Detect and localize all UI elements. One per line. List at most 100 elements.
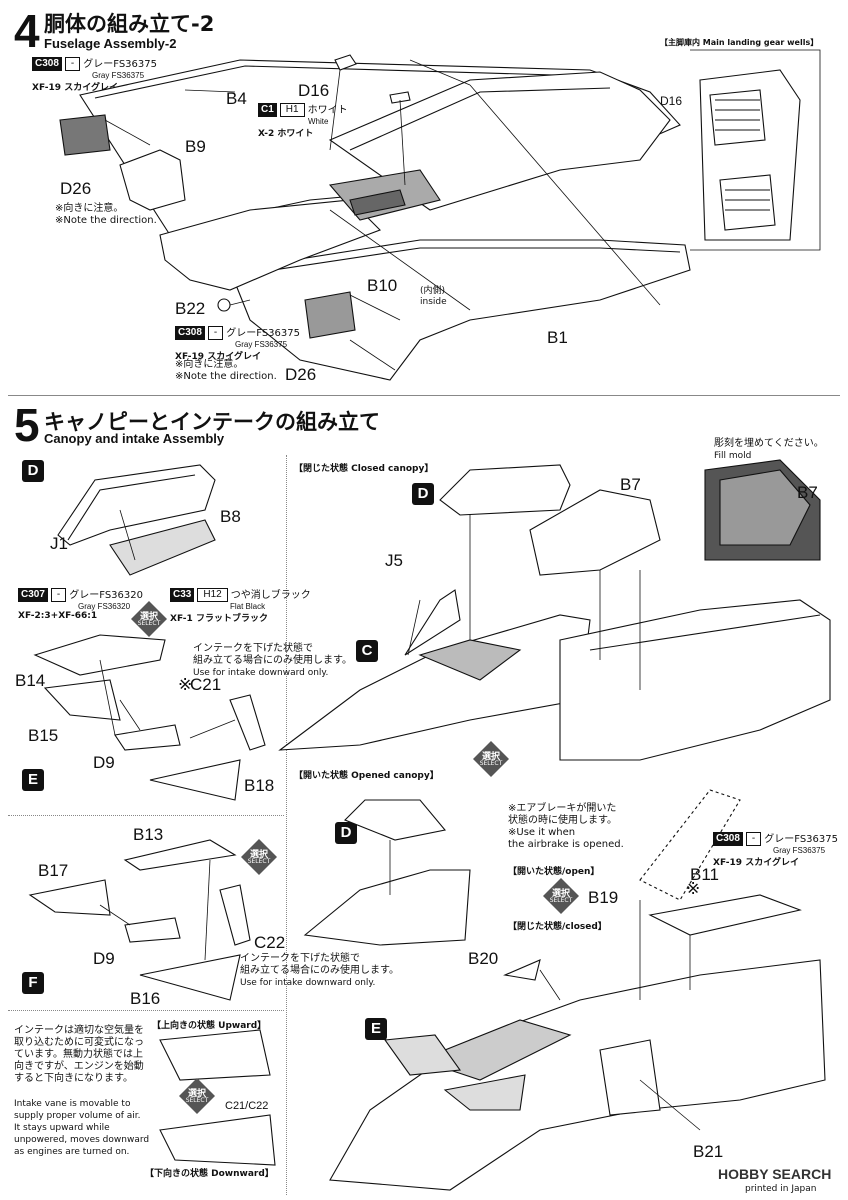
intake-note-c22-en: Use for intake downward only. (240, 978, 376, 988)
part-b16-label: B16 (130, 989, 161, 1008)
paint-callout-c1: C1 H1 ホワイト White X-2 ホワイト (258, 103, 348, 139)
airbrake-note-en1: ※Use it when (508, 827, 576, 838)
part-b17-label: B17 (38, 861, 69, 880)
part-b19-label: B19 (588, 888, 619, 907)
runner-e-label: E (22, 769, 44, 791)
select-badge-airbrake: 選択 SELECT (542, 877, 580, 915)
select-badge-canopy: 選択 SELECT (472, 740, 510, 778)
airbrake-open-label: 【開いた状態/open】 (508, 867, 600, 877)
step-5-title: キャノピーとインテークの組み立て (44, 410, 380, 434)
paint-name: ホワイト (307, 104, 348, 116)
paint-box: - (64, 57, 81, 71)
intake-info-jp: インテークは適切な空気量を 取り込むために可変式になっ ています。無動力状態では… (14, 1025, 144, 1084)
paint-model: XF-19 スカイグレイ (32, 83, 119, 93)
paint-name: グレーFS36375 (764, 833, 838, 845)
select-badge-ef: 選択 SELECT (240, 838, 278, 876)
part-d26-top-label: D26 (60, 179, 92, 198)
part-c22-label: C22 (254, 933, 286, 952)
part-c21-label: C21 (190, 675, 222, 694)
part-b1-label: B1 (547, 328, 568, 347)
runner-d-label: D (22, 460, 44, 482)
paint-name-en: Flat Black (230, 602, 266, 611)
paint-box: H12 (197, 588, 228, 602)
footer-printed: printed in Japan (745, 1184, 817, 1194)
subsection-divider-info (8, 1010, 284, 1011)
part-b7-label: B7 (620, 475, 641, 494)
closed-canopy-label: 【閉じた状態 Closed canopy】 (294, 464, 434, 474)
step-4-subtitle: Fuselage Assembly-2 (44, 36, 177, 51)
paint-name: グレーFS36375 (83, 58, 157, 70)
paint-code: C1 (258, 103, 277, 117)
paint-code: C33 (170, 588, 195, 602)
paint-box: - (207, 326, 224, 340)
paint-model: XF-19 スカイグレイ (175, 352, 262, 362)
runner-e-label-assembly: E (365, 1018, 387, 1040)
paint-name: グレーFS36375 (226, 327, 300, 339)
intake-downward-label: 【下向きの状態 Downward】 (145, 1169, 274, 1179)
paint-callout-c308-bottom: C308 - グレーFS36375 Gray FS36375 XF-19 スカイ… (175, 326, 300, 362)
runner-c-label: C (356, 640, 378, 662)
step-5-subtitle: Canopy and intake Assembly (44, 431, 225, 446)
c21-mark: ※ (178, 675, 193, 694)
part-b8-label: B8 (220, 507, 241, 526)
part-b20-label: B20 (468, 949, 499, 968)
paint-box: H1 (279, 103, 305, 117)
paint-code: C308 (713, 832, 743, 846)
fill-mold-note-jp: 彫刻を埋めてください。 (714, 438, 824, 449)
inside-label-jp: (内側) (420, 286, 446, 296)
paint-callout-c308-step5: C308 - グレーFS36375 Gray FS36375 XF-19 スカイ… (713, 832, 838, 868)
part-d16-label: D16 (298, 81, 330, 100)
fill-mold-note-en: Fill mold (714, 451, 752, 461)
paint-model: X-2 ホワイト (258, 129, 314, 139)
part-b13-label: B13 (133, 825, 164, 844)
step-divider (8, 395, 840, 396)
paint-code: C308 (32, 57, 62, 71)
note-direction-top-en: ※Note the direction. (55, 215, 157, 226)
inset-title: 【主脚庫内 Main landing gear wells】 (660, 38, 819, 47)
intake-info-en: Intake vane is movable to supply proper … (14, 1099, 150, 1157)
part-b9-label: B9 (185, 137, 206, 156)
paint-box: - (745, 832, 762, 846)
opened-canopy-label: 【開いた状態 Opened canopy】 (294, 771, 439, 781)
intake-note-c21-en: Use for intake downward only. (193, 668, 329, 678)
b11-mark: ※ (686, 879, 701, 898)
paint-box: - (50, 588, 67, 602)
footer-watermark: HOBBY SEARCH (718, 1166, 832, 1182)
paint-model: XF-19 スカイグレイ (713, 858, 800, 868)
paint-name-en: Gray FS36375 (235, 340, 288, 349)
paint-name: つや消しブラック (230, 589, 311, 601)
runner-d-label-closed: D (412, 483, 434, 505)
paint-code: C308 (175, 326, 205, 340)
airbrake-note-jp1: ※エアブレーキが開いた (508, 803, 617, 814)
note-direction-bottom-en: ※Note the direction. (175, 371, 277, 382)
paint-name-en: Gray FS36320 (78, 602, 131, 611)
part-b11-label: B11 (690, 865, 719, 884)
column-divider (286, 455, 287, 1195)
part-j1-label: J1 (50, 534, 68, 553)
step-5-number: 5 (14, 399, 40, 451)
paint-name: グレーFS36320 (69, 589, 143, 601)
paint-name-en: Gray FS36375 (773, 846, 826, 855)
select-badge-intake: 選択 SELECT (178, 1077, 216, 1115)
step-4-title: 胴体の組み立て-2 (44, 12, 215, 36)
intake-upward-label: 【上向きの状態 Upward】 (152, 1021, 267, 1031)
step-4-number: 4 (14, 5, 40, 57)
part-b7-label-inset: B7 (797, 483, 818, 502)
paint-model: XF-2:3+XF-66:1 (18, 611, 98, 621)
part-d9-label-f: D9 (93, 949, 115, 968)
note-direction-bottom-jp: ※向きに注意。 (175, 359, 244, 370)
paint-name-en: White (308, 117, 329, 126)
paint-code: C307 (18, 588, 48, 602)
subsection-divider-ef (8, 815, 284, 816)
select-badge-en: SELECT (137, 620, 161, 627)
part-b18-label: B18 (244, 776, 275, 795)
select-badge-jp: 選択 (139, 612, 158, 622)
paint-callout-c308-top: C308 - グレーFS36375 Gray FS36375 XF-19 スカイ… (32, 57, 157, 93)
airbrake-note-en2: the airbrake is opened. (508, 839, 624, 850)
part-b21-label: B21 (693, 1142, 724, 1161)
intake-note-c21-jp2: 組み立てる場合にのみ使用します。 (193, 655, 352, 666)
part-d26-bottom-label: D26 (285, 365, 317, 384)
inset-part-d16-label: D16 (660, 94, 683, 108)
paint-name-en: Gray FS36375 (92, 71, 145, 80)
part-b10-label: B10 (367, 276, 398, 295)
